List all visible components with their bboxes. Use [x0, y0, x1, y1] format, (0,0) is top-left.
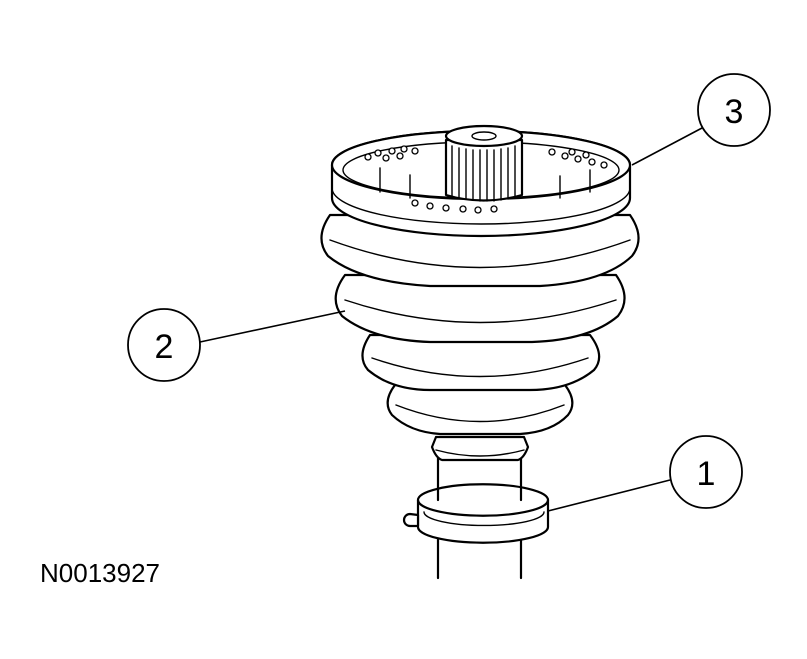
leader-line-2: [199, 310, 346, 343]
callout-3-label: 3: [725, 93, 744, 131]
figure-id: N0013927: [40, 558, 160, 588]
leader-line-1: [547, 479, 671, 512]
leader-line-3: [631, 127, 703, 166]
callout-2-label: 2: [155, 328, 174, 366]
callout-1-label: 1: [697, 455, 716, 493]
joint-housing: [330, 124, 632, 238]
callout-3: 3: [697, 73, 771, 147]
housing-holes: [364, 145, 608, 214]
splined-stub-shaft: [444, 124, 524, 202]
clamp: [402, 483, 550, 544]
callout-2: 2: [127, 308, 201, 382]
callout-1: 1: [669, 435, 743, 509]
boot: [320, 213, 640, 436]
boot-neck: [430, 435, 530, 462]
